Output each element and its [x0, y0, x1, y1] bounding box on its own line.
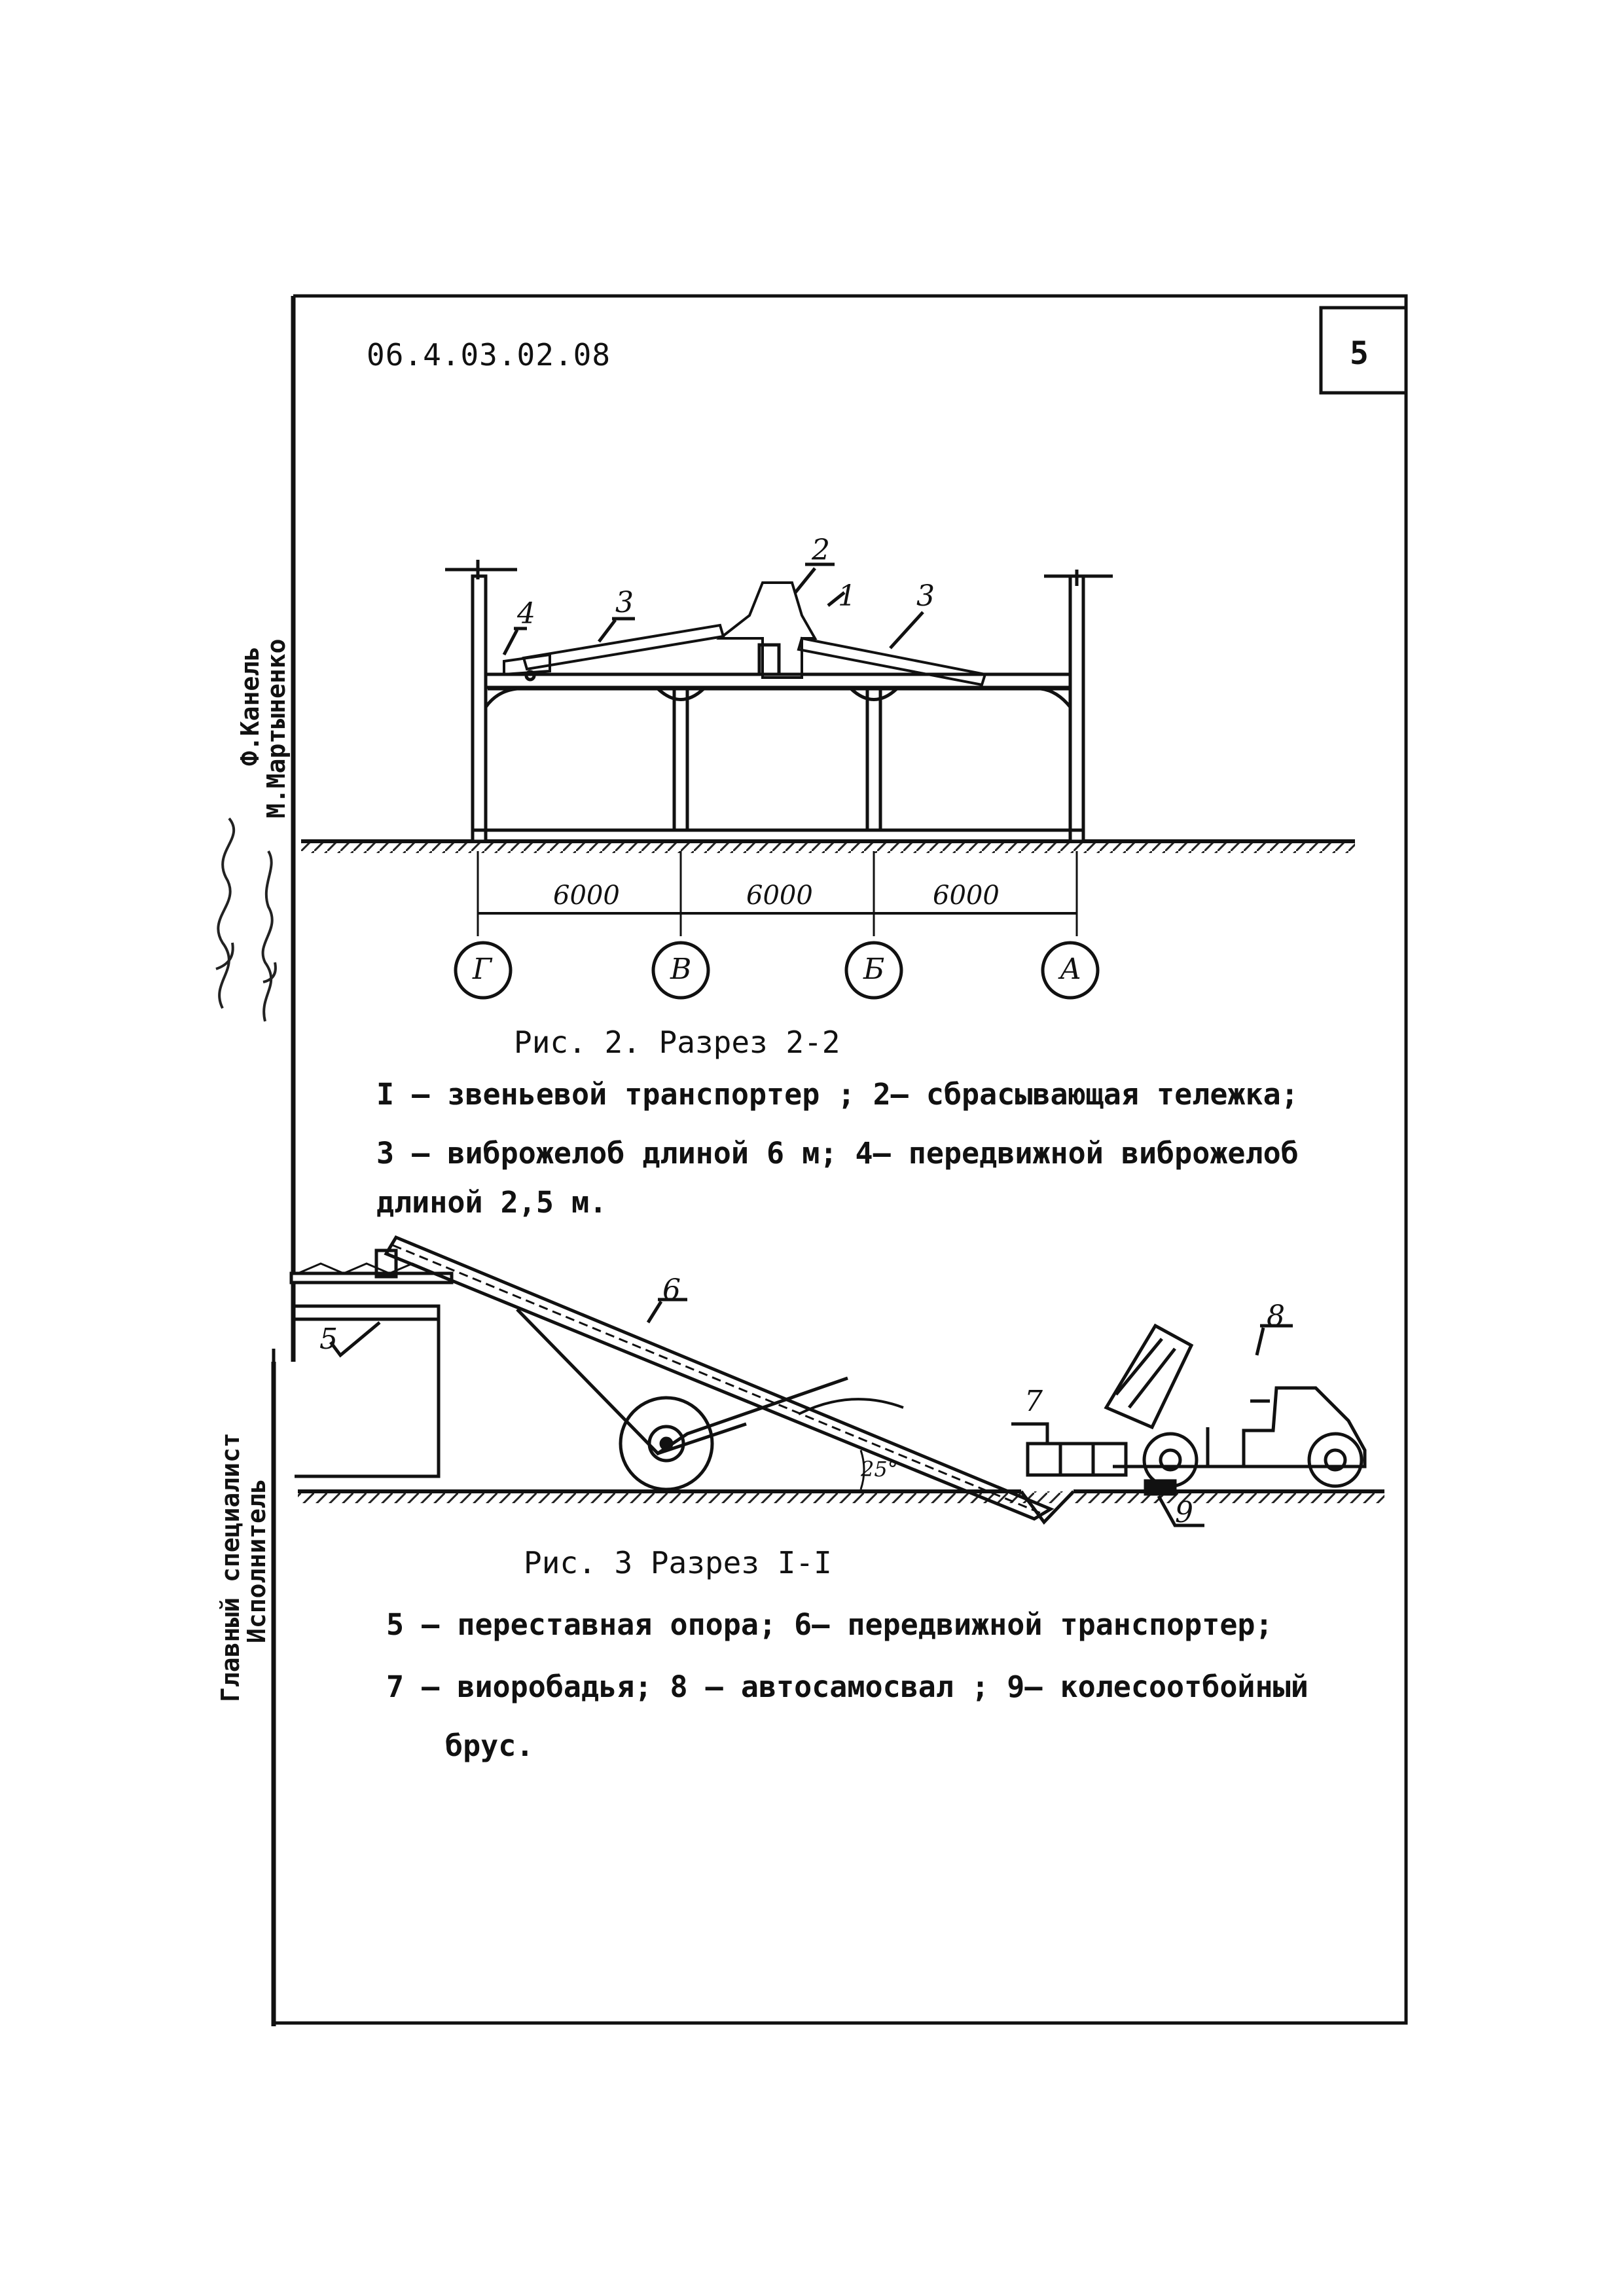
fig2-callout-4: 4: [517, 597, 535, 630]
fig3-caption: Рис. 3 Разрез I-I: [524, 1545, 832, 1580]
page-border: [271, 294, 1408, 2026]
fig2-callout-1: 1: [838, 579, 856, 613]
sidebar-name-chief: Ф.Канель: [236, 646, 264, 766]
fig2-axis-a: А: [1060, 953, 1082, 986]
fig3-callout-7: 7: [1024, 1385, 1043, 1418]
fig2-axis-g: Г: [473, 953, 492, 986]
document-code: 06.4.03.02.08: [367, 337, 611, 373]
fig2-dimension-1: 6000: [553, 881, 620, 911]
fig2-callout-2: 2: [812, 534, 830, 567]
figure-2-section: [301, 560, 1355, 1000]
fig2-dimension-3: 6000: [933, 881, 1000, 911]
fig3-legend-line-3: брус.: [445, 1728, 534, 1763]
fig3-callout-9: 9: [1175, 1496, 1193, 1529]
fig3-legend-line-1: 5 – переставная опора; 6– передвижной тр…: [386, 1607, 1273, 1642]
fig2-axis-v: В: [670, 953, 692, 986]
sidebar-role-executor: Исполнитель: [242, 1478, 271, 1643]
fig3-callout-8: 8: [1267, 1300, 1285, 1333]
fig3-legend-line-2: 7 – виоробадья; 8 – автосамосвал ; 9– ко…: [386, 1669, 1308, 1704]
handwritten-signatures: [215, 817, 277, 1022]
fig2-callout-3a: 3: [615, 586, 634, 619]
figure-3-section: [289, 1235, 1384, 1527]
sidebar-name-executor: М.Мартыненко: [262, 638, 291, 818]
fig2-caption: Рис. 2. Разрез 2-2: [514, 1025, 840, 1060]
fig3-angle-label: 25°: [861, 1457, 898, 1482]
fig2-dimension-2: 6000: [746, 881, 813, 911]
fig2-legend-line-3: длиной 2,5 м.: [376, 1185, 607, 1220]
fig3-callout-5: 5: [319, 1322, 338, 1356]
fig2-legend-line-2: 3 – виброжелоб длиной 6 м; 4– передвижно…: [376, 1136, 1299, 1171]
sidebar-role-chief: Главный специалист: [216, 1432, 245, 1702]
fig3-callout-6: 6: [662, 1273, 681, 1307]
fig2-callout-3b: 3: [916, 579, 935, 613]
fig2-legend-line-1: I – звеньевой транспортер ; 2– сбрасываю…: [376, 1077, 1299, 1112]
page-number: 5: [1350, 335, 1369, 372]
fig2-axis-b: Б: [863, 953, 885, 986]
